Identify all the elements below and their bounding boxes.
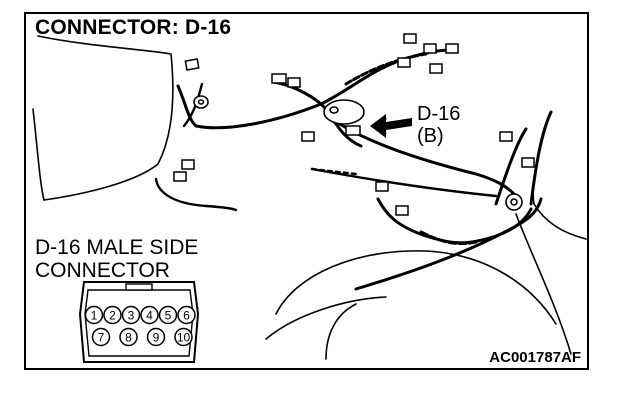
connector-callout: D-16 (B) <box>417 103 460 147</box>
connector-face-drawing <box>78 281 200 363</box>
wire-main-left <box>176 84 323 130</box>
pin-4-label: 4 <box>146 309 153 323</box>
connector-h <box>397 57 411 68</box>
wheel-arch-inner <box>265 296 387 340</box>
body-panel-left <box>37 35 174 201</box>
pin-5-label: 5 <box>165 309 172 323</box>
pin-3-label: 3 <box>128 309 135 323</box>
wire-right-up-2 <box>529 110 553 206</box>
connector-caption-line1: D-16 MALE SIDE <box>35 236 199 259</box>
wire-bottom <box>354 197 543 291</box>
pin-7-label: 7 <box>98 331 105 345</box>
pin-8-icon <box>119 327 138 347</box>
connector-g <box>429 63 443 74</box>
pin-4-icon <box>140 305 159 325</box>
page-title: CONNECTOR: D-16 <box>35 16 232 39</box>
figure-code: AC001787AF <box>489 349 581 366</box>
connector-j <box>181 159 195 170</box>
wire-loose-left <box>154 177 238 212</box>
grommet-d16-hole <box>329 106 339 114</box>
connector-k <box>173 171 187 182</box>
connector-l <box>375 181 389 192</box>
wire-middle-dashed <box>310 167 358 176</box>
connector-c <box>287 77 301 88</box>
connector-caption: D-16 MALE SIDE CONNECTOR <box>35 236 198 282</box>
wire-right-up <box>494 127 528 206</box>
connector-b <box>271 73 287 84</box>
connector-i <box>301 131 315 142</box>
connector-latch <box>125 283 153 291</box>
connector-f <box>445 43 459 54</box>
wire-lower-taped <box>419 230 478 246</box>
body-panel-left-edge <box>32 108 45 201</box>
grommet-d16 <box>323 99 365 125</box>
pin-10-label: 10 <box>177 331 191 345</box>
connector-o <box>521 157 535 168</box>
wire-middle <box>310 167 498 198</box>
grommet-right-hole <box>510 198 518 206</box>
wheel-arch-lower <box>325 303 357 360</box>
connector-a <box>184 58 200 71</box>
wheel-arch <box>275 250 557 325</box>
pin-9-label: 9 <box>153 331 160 345</box>
connector-caption-line2: CONNECTOR <box>35 259 170 282</box>
pin-6-label: 6 <box>183 309 190 323</box>
ring-terminal-left-hole <box>197 99 205 105</box>
connector-e <box>423 43 437 54</box>
pin-10-icon <box>174 327 193 347</box>
d16-arrow-icon <box>370 114 412 138</box>
pin-3-icon <box>121 305 141 325</box>
pin-1-icon <box>84 305 104 325</box>
pin-9-icon <box>146 327 166 347</box>
pin-5-icon <box>158 305 178 325</box>
connector-d <box>403 33 417 44</box>
pin-6-icon <box>177 305 196 325</box>
pin-1-label: 1 <box>91 309 98 323</box>
connector-m <box>395 205 409 216</box>
wire-upper-taped <box>344 52 428 86</box>
callout-variant: (B) <box>417 125 444 147</box>
body-panel-right-lower <box>515 213 572 355</box>
callout-connector-id: D-16 <box>417 103 461 125</box>
pin-8-label: 8 <box>125 331 132 345</box>
pin-2-label: 2 <box>109 309 116 323</box>
pin-2-icon <box>103 305 122 325</box>
pin-7-icon <box>91 327 111 347</box>
connector-d16 <box>345 125 361 136</box>
connector-face-outline <box>78 281 200 363</box>
connector-n <box>499 131 513 142</box>
wiring-harness-illustration <box>32 33 587 363</box>
